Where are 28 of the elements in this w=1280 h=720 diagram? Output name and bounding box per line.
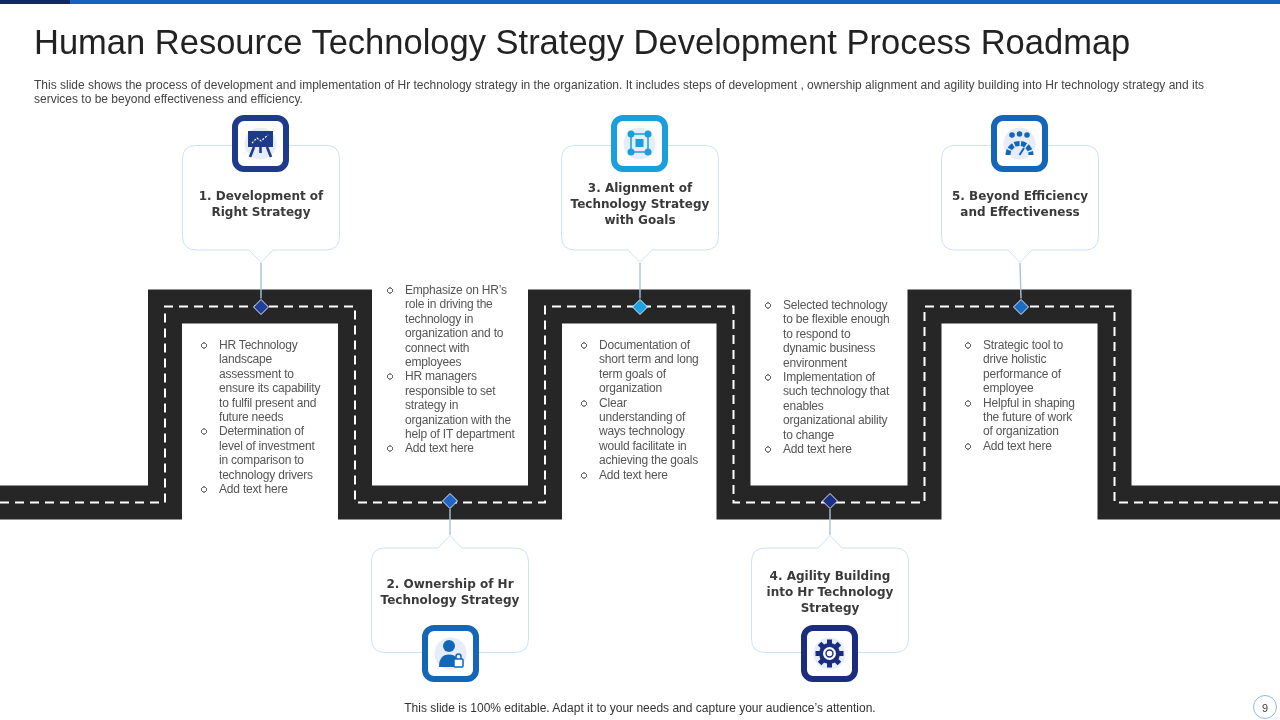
connector-line [1019, 262, 1022, 300]
connector-line [639, 262, 641, 300]
connector-line [829, 508, 831, 536]
bullet-text: Helpful in shaping the future of work of organization [964, 395, 1078, 439]
step-callout [182, 145, 340, 263]
diamond-marker [632, 298, 648, 315]
connector-line [260, 262, 262, 300]
slide-title: Human Resource Technology Strategy Development Process Roadmap [34, 22, 1131, 63]
connector-line [449, 508, 451, 536]
step-heading: 5. Beyond Efficiency and Effectiveness [950, 188, 1090, 220]
step-callout [751, 535, 909, 653]
step-callout [561, 145, 719, 263]
bullet-text: Implementation of such technology that enables organizational ability to change [764, 370, 892, 443]
diamond-marker [822, 493, 838, 509]
step-heading: 3. Alignment of Technology Strategy with Goals [569, 180, 711, 228]
step-heading: 2. Ownership of Hr Technology Strategy [379, 576, 521, 608]
step-heading: 4. Agility Building into Hr Technology Strategy [765, 568, 895, 616]
bullet-text: HR managers responsible to set strategy in organization with the help of IT department [386, 369, 517, 442]
step-callout [941, 145, 1099, 263]
bullet-text: Clear understanding of ways technology would facilitate in achieving the goals [580, 395, 699, 468]
footer-note: This slide is 100% editable. Adapt it to your needs and capture your audience’s attention. [403, 701, 877, 715]
step-callout [371, 535, 529, 653]
bullet-text: Documentation of short term and long term goals of organization [580, 338, 699, 396]
diamond-marker [442, 493, 458, 509]
diamond-marker [253, 298, 269, 315]
diamond-marker [1013, 298, 1029, 315]
description-text: This slide shows the process of development and implementation of Hr technology strategy in the organization. It includes steps of development , ownership alignment and agility building into Hr technology strategy and its services to be beyond effectiveness and efficiency. [34, 78, 1205, 106]
step-heading: 1. Development of Right Strategy [197, 188, 325, 220]
